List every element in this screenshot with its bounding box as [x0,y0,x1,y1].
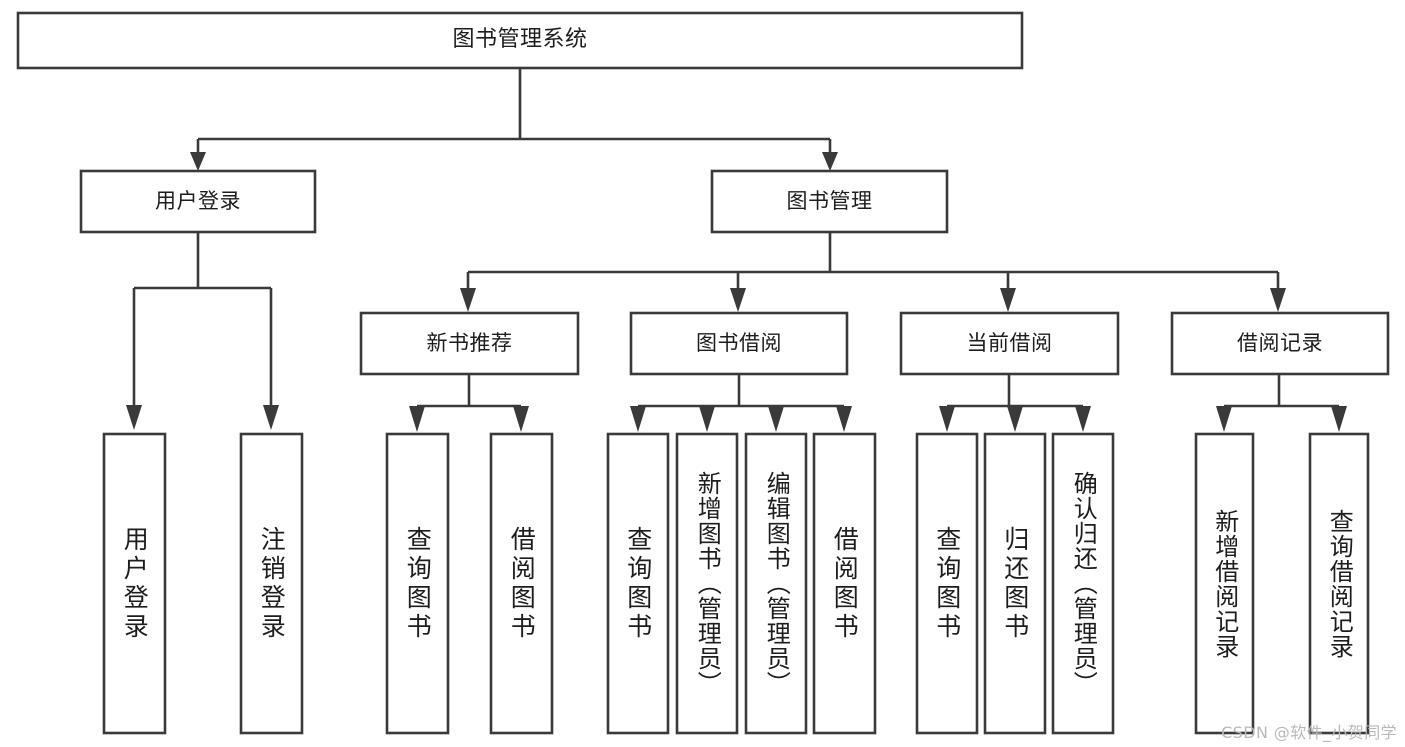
arrow-head-leaf-record-2 [1331,406,1347,432]
arrow-head-leaf-borrow-2 [699,406,715,432]
arrow-head-user-login [190,152,206,171]
node-box-book-borrow[interactable] [629,311,849,376]
arrow-head-current-borrow [1000,288,1016,312]
node-box-leaf-borrow-book-new[interactable] [489,432,554,735]
node-box-leaf-add-book-admin[interactable] [675,432,739,735]
arrow-head-leaf-record-1 [1216,406,1232,432]
node-box-user-login[interactable] [79,169,317,234]
arrow-head-leaf-new-book-1 [409,406,425,432]
node-box-leaf-query-borrow-record[interactable] [1308,432,1370,735]
node-box-leaf-logout[interactable] [239,432,304,735]
arrow-head-leaf-user-login-2 [263,405,279,430]
node-box-leaf-return-book[interactable] [983,432,1047,735]
arrow-head-book-mgmt [822,152,838,171]
arrow-head-leaf-user-login-1 [126,405,142,430]
node-box-leaf-user-login[interactable] [102,432,167,735]
arrow-head-borrow-record [1270,288,1286,312]
node-box-leaf-confirm-return-admin[interactable] [1051,432,1115,735]
node-box-leaf-borrow-book[interactable] [812,432,877,735]
arrow-head-leaf-borrow-3 [768,406,784,432]
node-box-leaf-query-book-new[interactable] [385,432,450,735]
watermark-text: CSDN @软件_小贺同学 [1221,723,1397,742]
node-box-new-book-recommend[interactable] [359,311,580,376]
arrow-head-leaf-current-2 [1007,406,1023,432]
node-box-root[interactable] [16,11,1024,70]
node-box-leaf-query-book-borrow[interactable] [606,432,670,735]
arrow-head-book-borrow [730,288,746,312]
arrow-head-leaf-current-1 [939,406,955,432]
arrow-head-leaf-borrow-4 [836,406,852,432]
node-box-leaf-query-book-current[interactable] [915,432,979,735]
arrow-head-leaf-borrow-1 [630,406,646,432]
node-box-borrow-record[interactable] [1170,311,1390,376]
node-box-leaf-edit-book-admin[interactable] [744,432,808,735]
node-box-leaf-add-borrow-record[interactable] [1194,432,1255,735]
arrow-head-new-book [460,288,476,312]
node-box-book-management[interactable] [710,169,949,234]
arrow-head-leaf-current-3 [1075,406,1091,432]
arrow-head-leaf-new-book-2 [513,406,529,432]
node-box-current-borrow[interactable] [899,311,1120,376]
